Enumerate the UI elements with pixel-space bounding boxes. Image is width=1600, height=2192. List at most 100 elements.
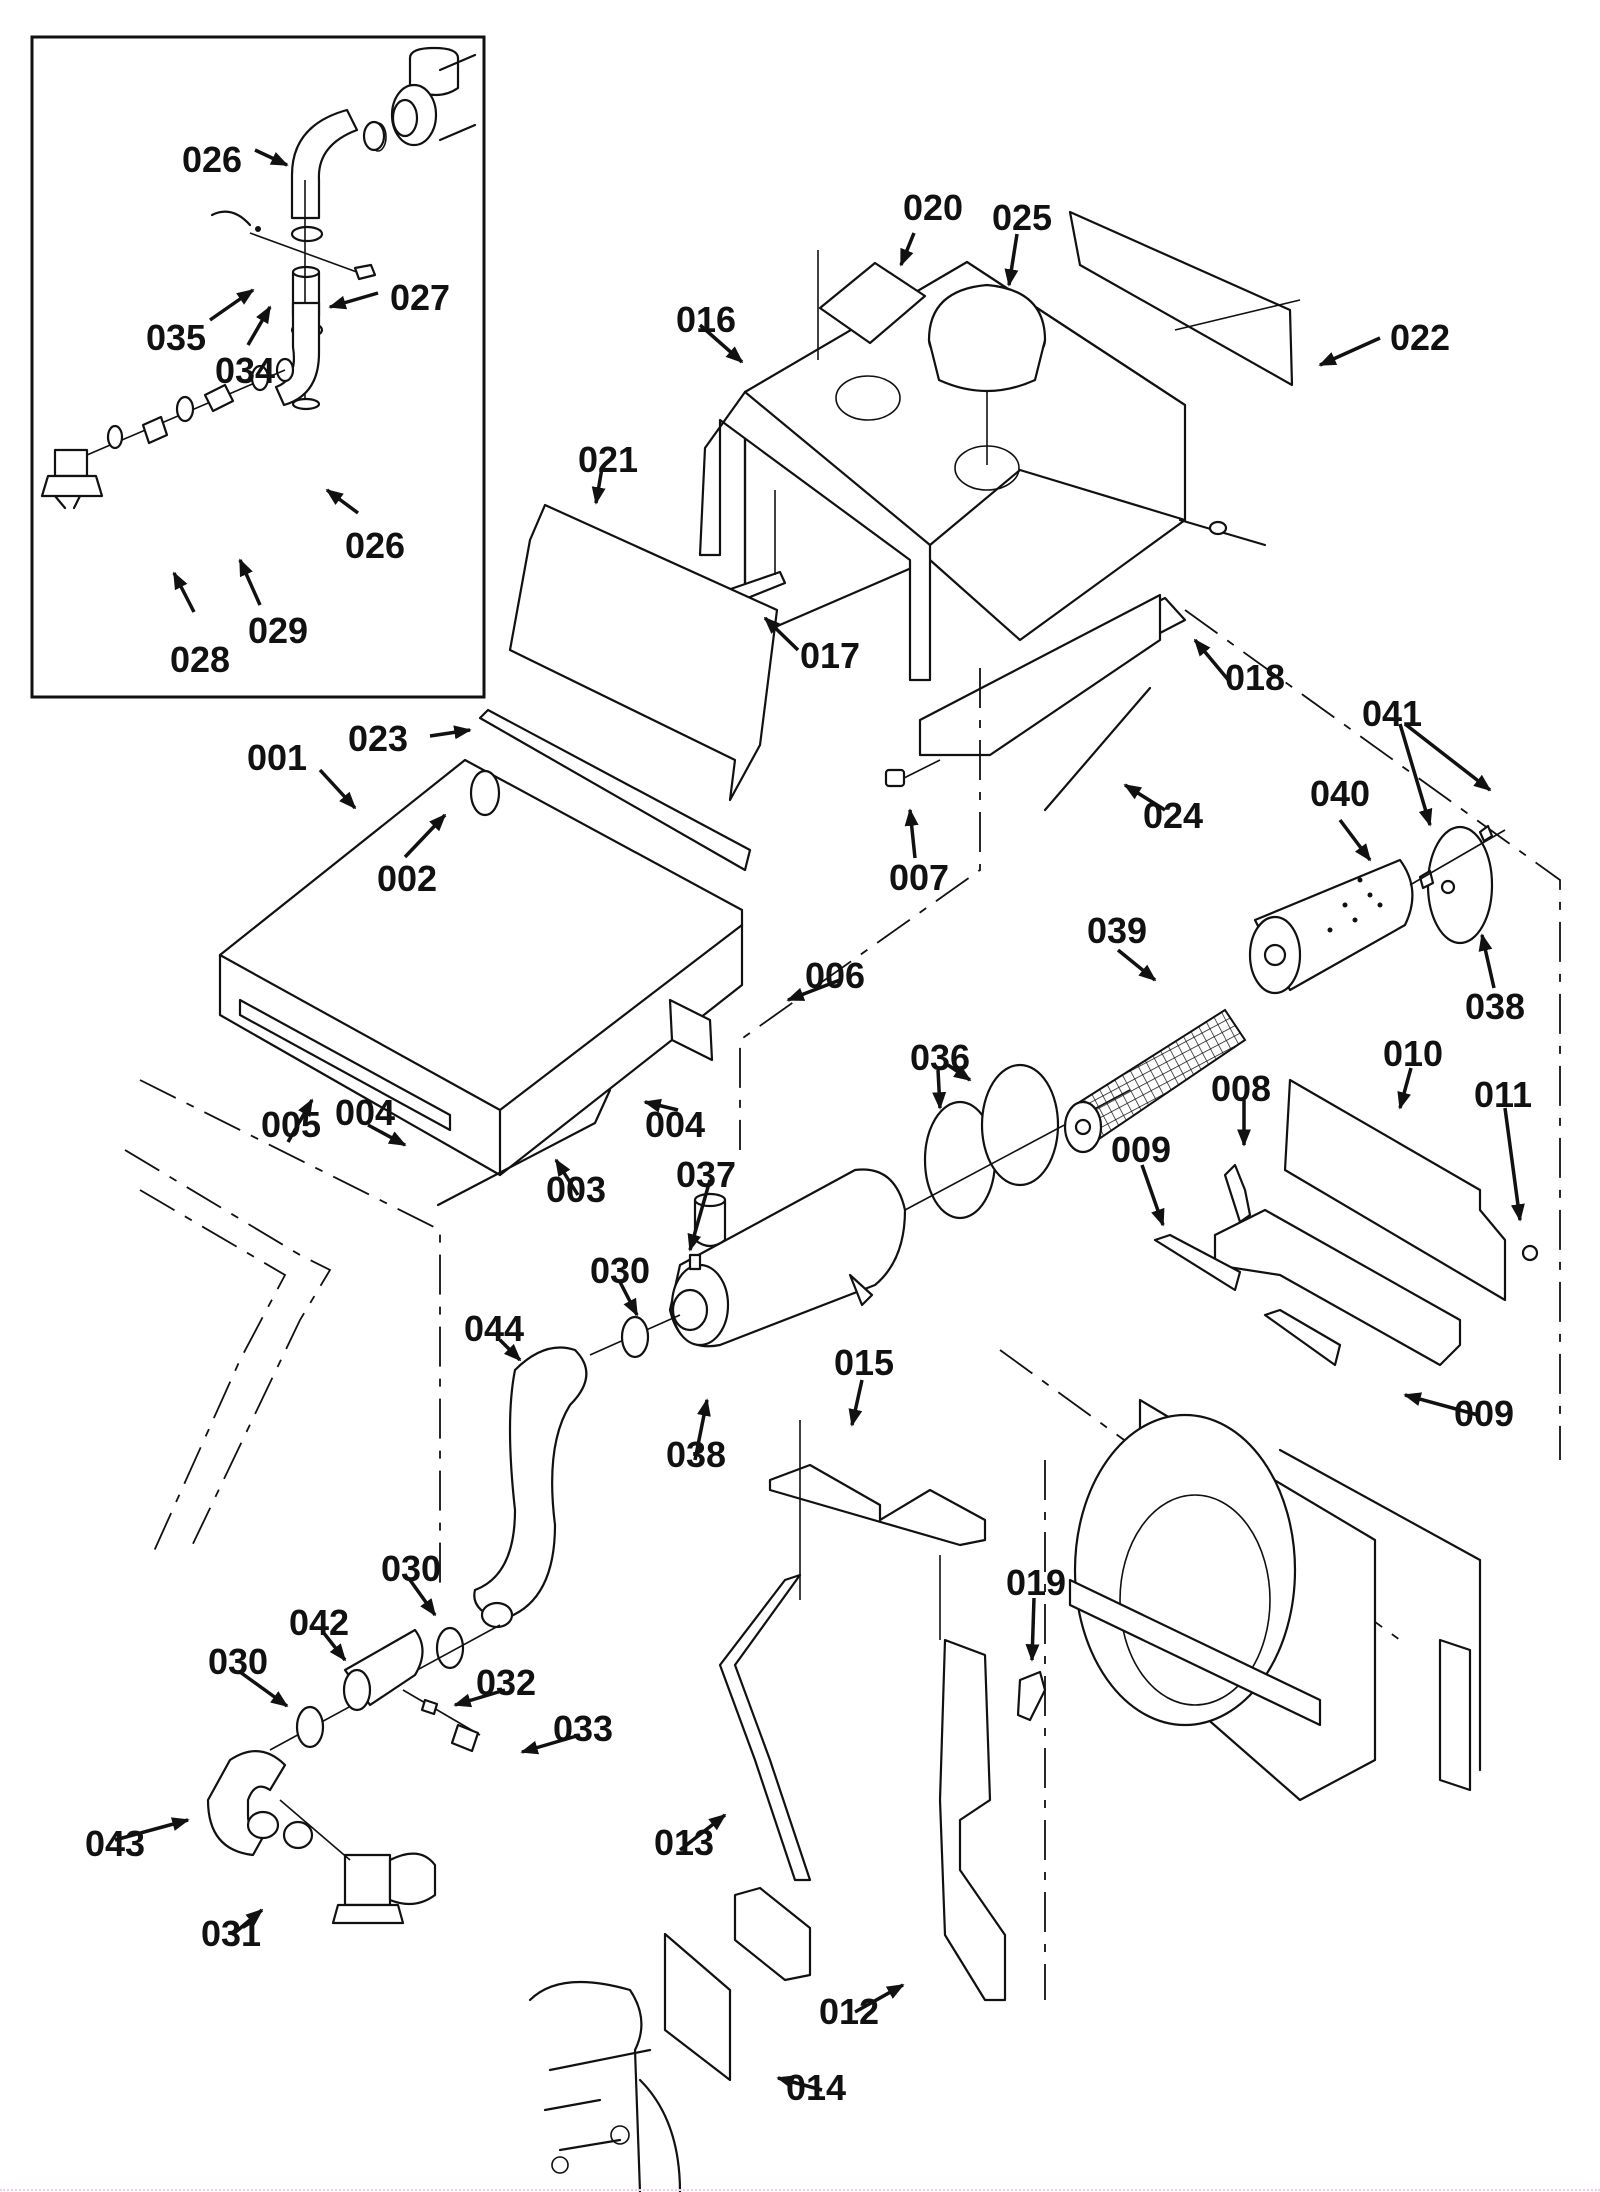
- outer-filter-040: [1248, 858, 1414, 995]
- grommet-011: [1521, 1244, 1539, 1262]
- end-cover-038: [1426, 825, 1494, 945]
- engine-outline: [528, 1980, 682, 2192]
- label-016: 016: [676, 299, 736, 340]
- label-043: 043: [85, 1823, 145, 1864]
- label-031: 031: [201, 1913, 261, 1954]
- inset-frame: [30, 35, 486, 699]
- channel-bracket: [1213, 1208, 1462, 1367]
- inset-elbow-hose-upper: [290, 108, 359, 220]
- label-010: 010: [1383, 1033, 1443, 1074]
- top-panel-001: [218, 758, 744, 1207]
- label-021: 021: [578, 439, 638, 480]
- fitting-032-cap-033: [402, 1689, 481, 1753]
- label-009-right: 009: [1454, 1393, 1514, 1434]
- clamp-031: [282, 1820, 314, 1850]
- inset-detail: [30, 35, 486, 699]
- bumper-007: [884, 759, 941, 788]
- label-002: 002: [377, 858, 437, 899]
- label-022: 022: [1390, 317, 1450, 358]
- label-030-top: 030: [590, 1250, 650, 1291]
- mounting-band-036b: [980, 1063, 1060, 1187]
- label-019: 019: [1006, 1562, 1066, 1603]
- wing-nut-041b: [1478, 824, 1494, 843]
- label-009-left: 009: [1111, 1129, 1171, 1170]
- junction-box: [733, 1886, 812, 1982]
- label-012: 012: [819, 1991, 879, 2032]
- fan-shroud: [1068, 1398, 1482, 1802]
- label-038-housing: 038: [666, 1434, 726, 1475]
- label-039: 039: [1087, 910, 1147, 951]
- seal-strip-023: [478, 708, 752, 872]
- label-018: 018: [1225, 657, 1285, 698]
- tube-042: [342, 1628, 424, 1712]
- label-044: 044: [464, 1308, 524, 1349]
- label-041: 041: [1362, 693, 1422, 734]
- label-033: 033: [553, 1708, 613, 1749]
- label-042: 042: [289, 1602, 349, 1643]
- label-006: 006: [805, 955, 865, 996]
- label-001: 001: [247, 737, 307, 778]
- label-028: 028: [170, 639, 230, 680]
- bracket-008: [1223, 1163, 1252, 1224]
- label-008: 008: [1211, 1068, 1271, 1109]
- throttle-body: [331, 1852, 437, 1925]
- label-020: 020: [903, 187, 963, 228]
- label-011: 011: [1474, 1074, 1532, 1115]
- label-017: 017: [800, 635, 860, 676]
- bottom-border: [0, 2189, 1600, 2191]
- wing-nut-041a: [1418, 869, 1435, 890]
- label-003: 003: [546, 1169, 606, 1210]
- label-029: 029: [248, 610, 308, 651]
- elbow-hose-043: [206, 1750, 287, 1857]
- label-036: 036: [910, 1037, 970, 1078]
- inset-intake-component: [40, 448, 104, 510]
- support-rod-003: [436, 1088, 612, 1207]
- spacer-plate-009a: [1153, 1233, 1242, 1292]
- label-030-left: 030: [208, 1641, 268, 1682]
- label-025: 025: [992, 197, 1052, 238]
- air-cleaner-housing: [668, 1168, 907, 1348]
- label-037: 037: [676, 1154, 736, 1195]
- label-013: 013: [654, 1822, 714, 1863]
- label-034: 034: [215, 350, 275, 391]
- latch-002: [469, 769, 501, 817]
- label-026-inset-upper: 026: [182, 139, 242, 180]
- label-014: 014: [786, 2067, 846, 2108]
- label-023: 023: [348, 718, 408, 759]
- restriction-indicator-037: [688, 1253, 702, 1271]
- spacer-plate-009b: [1263, 1308, 1342, 1367]
- clip-019: [1016, 1670, 1047, 1722]
- front-panel-021: [508, 503, 779, 802]
- label-024: 024: [1143, 795, 1203, 836]
- inner-filter-039: [1063, 1008, 1247, 1154]
- label-032: 032: [476, 1662, 536, 1703]
- label-030-mid: 030: [381, 1548, 441, 1589]
- hose-clamp-030-left: [295, 1705, 325, 1749]
- label-040: 040: [1310, 773, 1370, 814]
- label-004-left: 004: [335, 1092, 395, 1133]
- hood-assembly: [698, 210, 1301, 747]
- label-007: 007: [889, 857, 949, 898]
- part-labels: 026 027 035 034 026 029 028 020 025 016 …: [85, 139, 1532, 2108]
- hose-clamp-030-top: [620, 1315, 650, 1359]
- support-bracket-012: [938, 1638, 1007, 2002]
- inset-elbow-hose-lower: [274, 301, 321, 407]
- label-004-right: 004: [645, 1104, 705, 1145]
- label-005: 005: [261, 1104, 321, 1145]
- label-015: 015: [834, 1342, 894, 1383]
- cover-plate-014: [663, 1932, 732, 2082]
- side-panel-022: [1068, 210, 1294, 387]
- pre-cleaner: [927, 283, 1047, 465]
- prop-rod-024: [1043, 686, 1152, 812]
- support-strap-013: [718, 1573, 812, 1882]
- hose-clamp-030-mid: [435, 1626, 465, 1670]
- cover-plate-020: [818, 261, 927, 345]
- intake-hose-044: [473, 1346, 588, 1629]
- mounting-bracket-015: [768, 1463, 987, 1547]
- label-038-end-cover: 038: [1465, 986, 1525, 1027]
- baffle-plate-010: [1283, 1078, 1507, 1302]
- label-026-inset-lower: 026: [345, 525, 405, 566]
- label-035: 035: [146, 317, 206, 358]
- latch-bracket-006: [668, 998, 714, 1062]
